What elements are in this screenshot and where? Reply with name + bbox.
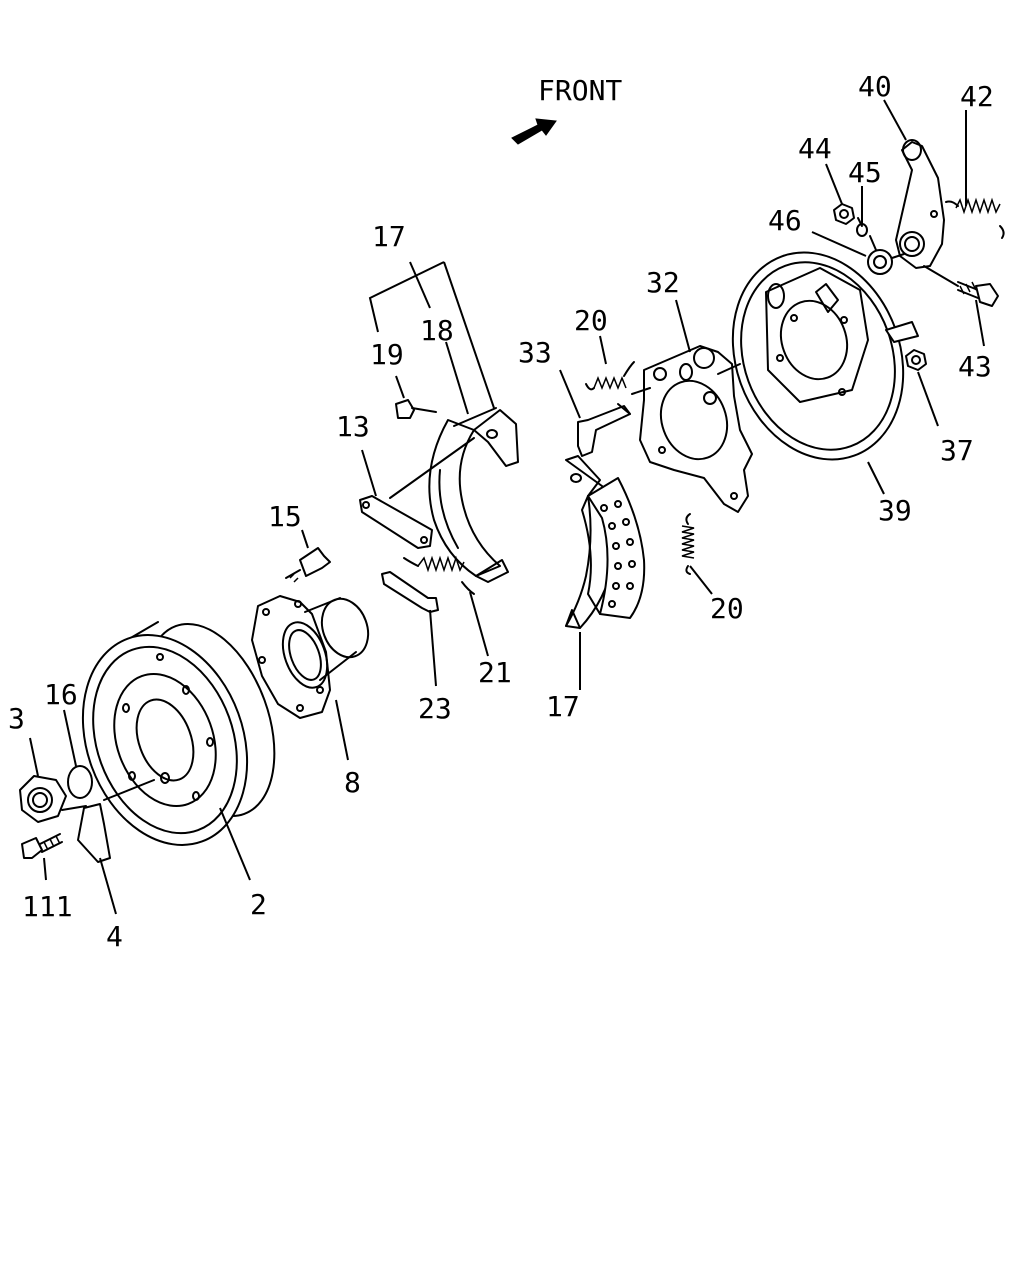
callout-2: 2 <box>250 888 267 921</box>
callout-4: 4 <box>106 920 123 953</box>
callout-21: 21 <box>478 656 512 689</box>
callout-8: 8 <box>344 766 361 799</box>
wheel-hub <box>251 595 370 719</box>
lever-bolt <box>957 281 999 307</box>
callout-32: 32 <box>646 266 680 299</box>
callout-16: 16 <box>44 678 78 711</box>
front-label: FRONT <box>538 74 622 107</box>
callout-3: 3 <box>8 702 25 735</box>
backing-plate <box>731 251 919 461</box>
retaining-clip <box>77 803 111 863</box>
anchor-plate <box>639 345 753 513</box>
callout-15: 15 <box>268 500 302 533</box>
callout-20-top: 20 <box>574 304 608 337</box>
front-arrow-icon <box>511 118 557 145</box>
backing-plate-nut <box>905 349 927 371</box>
hub-stud <box>289 547 331 583</box>
hex-bolt <box>21 833 63 859</box>
callout-42: 42 <box>960 80 994 113</box>
callout-23: 23 <box>418 692 452 725</box>
callout-37: 37 <box>940 434 974 467</box>
snap-ring <box>67 765 93 799</box>
callout-46: 46 <box>768 204 802 237</box>
leader-lines <box>29 99 985 915</box>
return-spring-right <box>681 513 695 575</box>
callout-17-bottom: 17 <box>546 690 580 723</box>
callout-33: 33 <box>518 336 552 369</box>
callout-19: 19 <box>370 338 404 371</box>
callout-13: 13 <box>336 410 370 443</box>
brake-cam-shaft <box>577 403 631 457</box>
callout-18: 18 <box>420 314 454 347</box>
lever-seal <box>867 249 893 275</box>
shoe-link-plate <box>359 495 433 549</box>
callout-40: 40 <box>858 70 892 103</box>
callout-111: 111 <box>22 890 73 923</box>
lever-nut <box>833 203 855 225</box>
brake-lever <box>895 139 945 269</box>
callout-45: 45 <box>848 156 882 189</box>
callout-17-top: 17 <box>372 220 406 253</box>
hub-nut <box>19 775 67 823</box>
anchor-pin-bolt <box>395 399 437 419</box>
callout-39: 39 <box>878 494 912 527</box>
return-spring-lower <box>403 555 475 595</box>
adjuster-pin <box>381 571 439 613</box>
upper-brake-shoe <box>428 407 519 583</box>
callout-44: 44 <box>798 132 832 165</box>
lower-brake-shoe <box>565 455 646 629</box>
return-spring-upper <box>585 361 635 391</box>
callout-20-bottom: 20 <box>710 592 744 625</box>
callout-43: 43 <box>958 350 992 383</box>
lever-spring <box>945 197 1005 239</box>
